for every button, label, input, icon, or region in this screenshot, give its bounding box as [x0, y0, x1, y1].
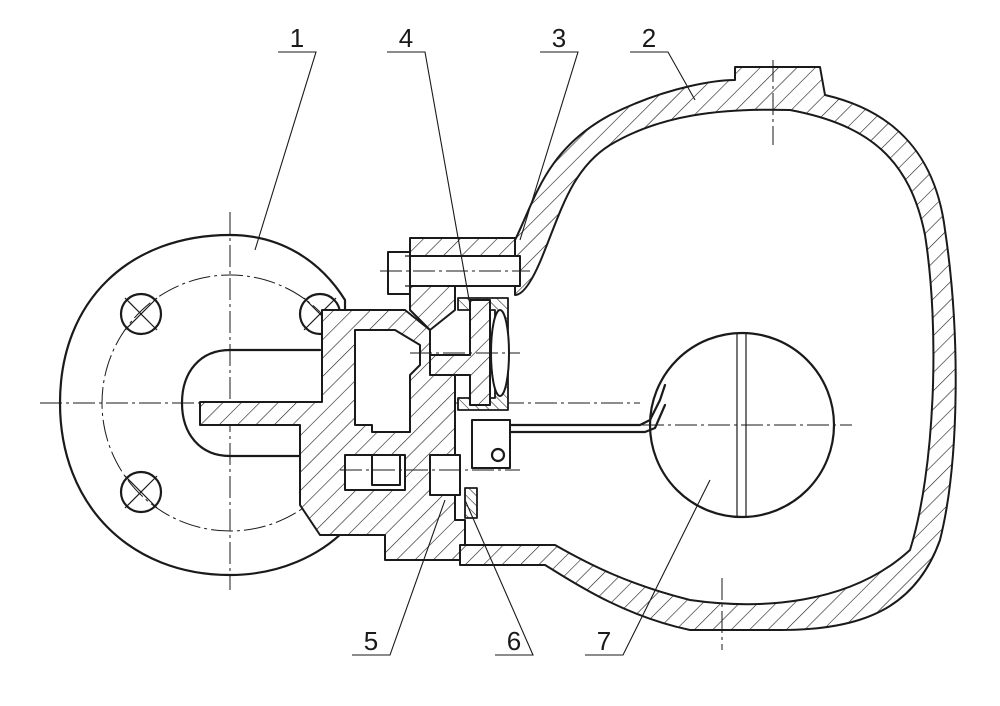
float-ball	[642, 331, 852, 519]
callout-7: 7	[597, 626, 611, 656]
callout-leaders	[254, 51, 711, 656]
callout-5: 5	[364, 626, 378, 656]
callout-3: 3	[552, 23, 566, 53]
callout-4: 4	[399, 23, 413, 53]
bolt-hole	[119, 470, 163, 514]
cover-bolt	[380, 237, 530, 331]
callout-labels: 1 4 3 2 5 6 7	[290, 23, 656, 656]
trap-cover-body	[199, 309, 466, 561]
inlet-flange	[40, 212, 640, 590]
float-lever-mechanism	[340, 383, 667, 519]
callout-1: 1	[290, 23, 304, 53]
callout-2: 2	[642, 23, 656, 53]
callout-6: 6	[507, 626, 521, 656]
float-chamber-housing	[459, 60, 957, 650]
bolt-hole	[119, 292, 163, 336]
valve-seat	[410, 297, 520, 411]
